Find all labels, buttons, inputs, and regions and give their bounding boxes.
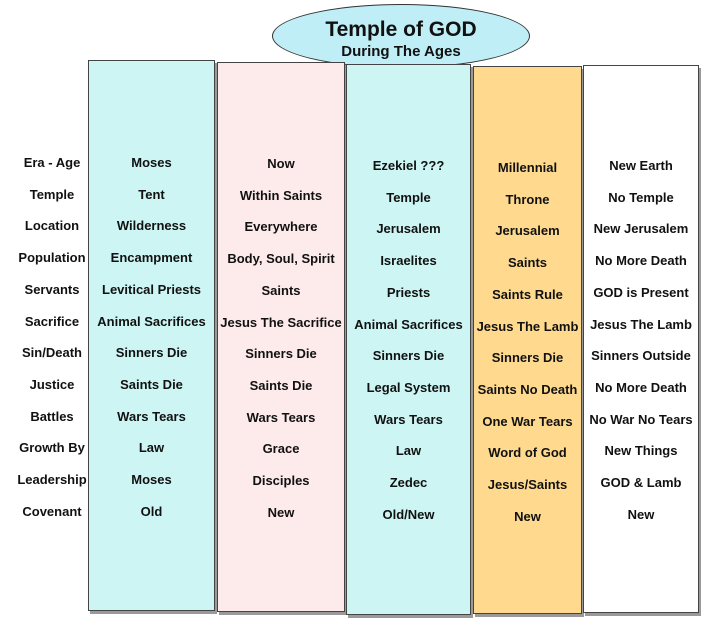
row-label: Battles [30, 408, 74, 424]
column-cell: One War Tears [482, 413, 573, 429]
column-cell: Moses [131, 472, 172, 487]
row-label: Sacrifice [24, 313, 80, 329]
column-cell: Wars Tears [246, 409, 316, 425]
column-cell: GOD is Present [593, 284, 689, 300]
column-cell: Saints Die [249, 377, 313, 393]
row-label: Covenant [22, 503, 82, 519]
column-cell: Body, Soul, Spirit [227, 251, 335, 267]
column-cell: Tent [138, 186, 165, 202]
column-cell: New [267, 504, 295, 520]
column-cell: Everywhere [244, 219, 318, 235]
column-cell: Wilderness [116, 218, 187, 234]
row-label: Location [24, 218, 80, 234]
column-cell: Animal Sacrifices [97, 313, 206, 329]
column-cell: Wars Tears [374, 411, 443, 427]
column-cell: Jesus The Sacrifice [220, 314, 342, 330]
row-label: Sin/Death [22, 345, 82, 361]
column-cell: Sinners Die [245, 346, 317, 362]
column-cell: New Earth [609, 158, 673, 173]
column-cell: Saints Die [120, 376, 183, 392]
column-cell: Old/New [382, 506, 435, 522]
column-cell: Temple [386, 189, 431, 205]
row-label: Temple [29, 186, 75, 202]
column-cell: Wars Tears [117, 408, 186, 424]
row-label: Era - Age [23, 155, 81, 170]
column-cell: Now [267, 156, 295, 171]
column-cell: Priests [386, 284, 431, 300]
column-cell: No War No Tears [589, 411, 693, 427]
column-cell: No More Death [595, 379, 687, 395]
column-cell: Legal System [366, 379, 451, 395]
column-cell: Saints [261, 282, 301, 298]
row-label: Justice [29, 376, 75, 392]
column-cell: Saints [507, 255, 547, 271]
column-cell: New [627, 506, 655, 522]
column-cell: Zedec [389, 475, 428, 490]
column-cell: Word of God [488, 445, 567, 461]
column-cell: Jesus The Lamb [590, 316, 692, 332]
column-cell: Levitical Priests [102, 281, 201, 297]
column-cell: Sinners Die [372, 348, 445, 364]
column-cell: Millennial [497, 160, 558, 175]
column-cell: New Jerusalem [593, 221, 689, 237]
column-cell: Animal Sacrifices [354, 316, 463, 332]
row-label: Population [18, 250, 86, 266]
title-ellipse: Temple of GOD During The Ages [272, 4, 530, 68]
column-cell: No More Death [595, 253, 687, 269]
row-label: Growth By [19, 440, 85, 456]
column-cell: Moses [131, 155, 172, 170]
column-cell: Throne [505, 191, 550, 207]
column-cell: Law [395, 443, 422, 459]
title-main: Temple of GOD [325, 18, 477, 41]
column-cell: Ezekiel ??? [372, 158, 445, 173]
column-cell: Law [138, 440, 165, 456]
column-cell: Grace [262, 441, 300, 457]
column-cell: Jesus/Saints [487, 477, 568, 492]
column-cell: Encampment [110, 250, 193, 266]
column-cell: Sinners Outside [591, 348, 691, 364]
column-cell: Saints No Death [477, 381, 578, 397]
column-cell: Disciples [252, 473, 310, 488]
column-cell: Sinners Die [115, 345, 188, 361]
column-cell: GOD & Lamb [600, 475, 682, 490]
title-subtitle: During The Ages [341, 43, 461, 60]
column-cell: Israelites [380, 253, 437, 269]
column-cell: Within Saints [239, 187, 323, 203]
row-label: Servants [24, 281, 80, 297]
row-label: Leadership [17, 472, 87, 487]
column-cell: Saints Rule [492, 286, 563, 302]
column-cell: No Temple [608, 189, 674, 205]
column-cell: New [514, 508, 541, 524]
column-cell: Jerusalem [495, 223, 560, 239]
column-cell: Sinners Die [491, 350, 564, 366]
column-cell: Jerusalem [376, 221, 441, 237]
column-cell: Jesus The Lamb [476, 318, 579, 334]
column-cell: Old [140, 503, 163, 519]
column-cell: New Things [604, 443, 678, 459]
